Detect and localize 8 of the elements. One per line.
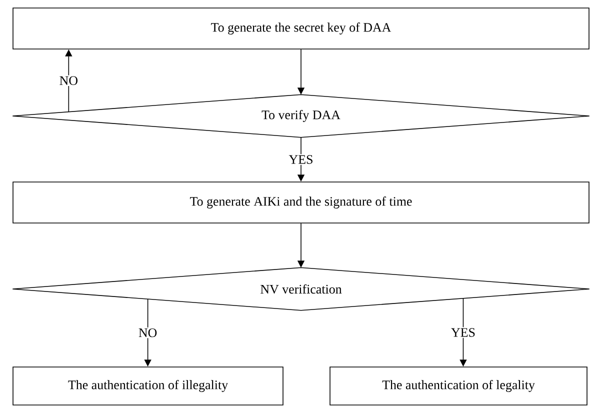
process-box: The authentication of illegality — [12, 366, 284, 406]
process-box: To generate AIKi and the signature of time — [12, 182, 590, 224]
edge-label: YES — [288, 154, 314, 165]
process-box: To generate the secret key of DAA — [12, 8, 590, 50]
process-box: The authentication of legality — [330, 366, 588, 406]
edge-label: NO — [137, 327, 158, 338]
edge-label: YES — [450, 327, 476, 338]
edge-label: NO — [58, 75, 80, 86]
